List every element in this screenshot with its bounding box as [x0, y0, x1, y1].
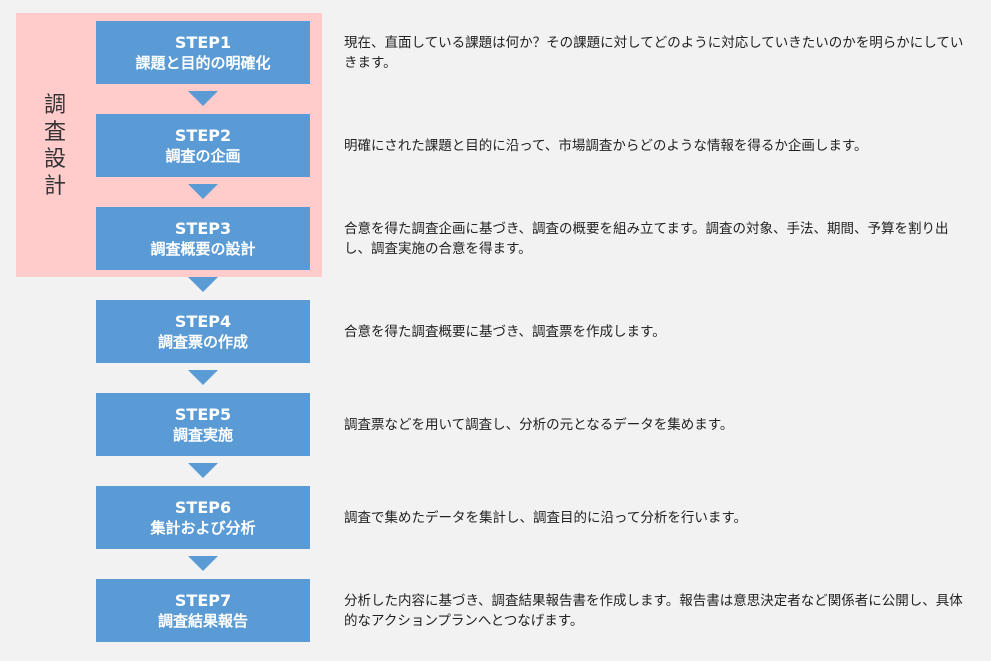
- step-title: 集計および分析: [150, 518, 256, 537]
- description-text: 現在、直面している課題は何か？その課題に対してどのように対応していきたいのかを明…: [344, 34, 964, 71]
- step-title: 調査結果報告: [157, 611, 248, 630]
- step-number: STEP7: [174, 590, 232, 610]
- step-number: STEP4: [174, 311, 232, 331]
- down-arrow-icon: [188, 184, 218, 199]
- step-number: STEP2: [174, 125, 232, 145]
- step-number: STEP1: [174, 32, 232, 52]
- step-title: 調査票の作成: [157, 332, 248, 351]
- step-title: 調査実施: [172, 425, 233, 444]
- down-arrow-icon: [188, 91, 218, 106]
- description-text: 合意を得た調査概要に基づき、調査票を作成します。: [344, 323, 666, 340]
- survey-design-label: 調査設計: [43, 93, 66, 199]
- step-description-5: 調査票などを用いて調査し、分析の元となるデータを集めます。: [344, 393, 974, 456]
- step-title: 課題と目的の明確化: [135, 53, 271, 72]
- description-text: 調査票などを用いて調査し、分析の元となるデータを集めます。: [344, 416, 734, 433]
- step-description-2: 明確にされた課題と目的に沿って、市場調査からどのような情報を得るか企画します。: [344, 114, 974, 177]
- down-arrow-icon: [188, 370, 218, 385]
- step-description-3: 合意を得た調査企画に基づき、調査の概要を組み立てます。調査の対象、手法、期間、予…: [344, 207, 974, 270]
- step-number: STEP5: [174, 404, 232, 424]
- step-title: 調査の企画: [165, 146, 241, 165]
- description-text: 明確にされた課題と目的に沿って、市場調査からどのような情報を得るか企画します。: [344, 137, 868, 154]
- step-description-4: 合意を得た調査概要に基づき、調査票を作成します。: [344, 300, 974, 363]
- down-arrow-icon: [188, 556, 218, 571]
- description-text: 調査で集めたデータを集計し、調査目的に沿って分析を行います。: [344, 509, 747, 526]
- down-arrow-icon: [188, 277, 218, 292]
- step-description-6: 調査で集めたデータを集計し、調査目的に沿って分析を行います。: [344, 486, 974, 549]
- step-number: STEP3: [174, 218, 232, 238]
- step-description-7: 分析した内容に基づき、調査結果報告書を作成します。報告書は意思決定者など関係者に…: [344, 579, 974, 642]
- step-title: 調査概要の設計: [150, 239, 256, 258]
- step-description-1: 現在、直面している課題は何か？その課題に対してどのように対応していきたいのかを明…: [344, 21, 974, 84]
- description-text: 分析した内容に基づき、調査結果報告書を作成します。報告書は意思決定者など関係者に…: [344, 592, 963, 629]
- down-arrow-icon: [188, 463, 218, 478]
- step-number: STEP6: [174, 497, 232, 517]
- description-text: 合意を得た調査企画に基づき、調査の概要を組み立てます。調査の対象、手法、期間、予…: [344, 220, 949, 257]
